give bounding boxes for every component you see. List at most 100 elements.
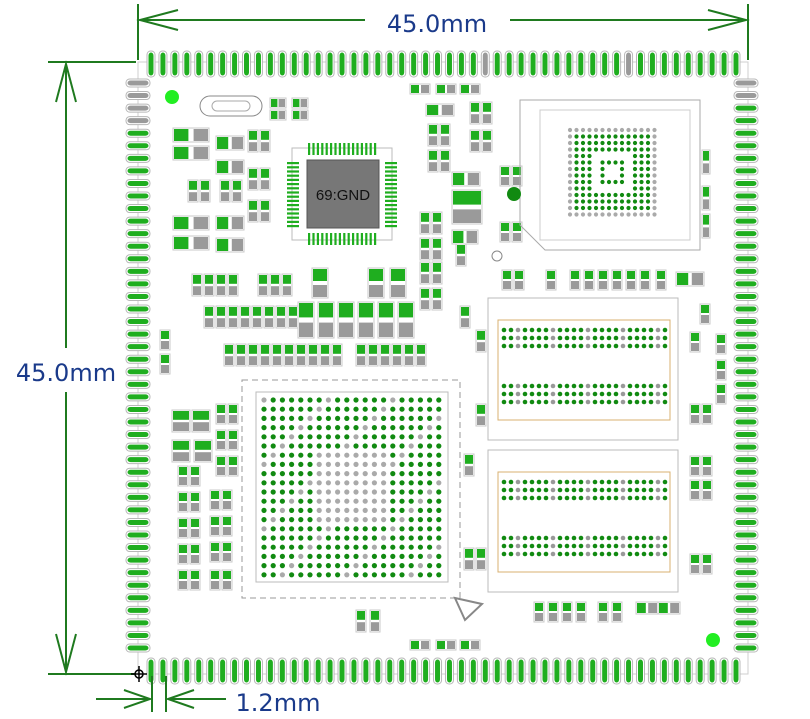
pad <box>733 580 759 590</box>
bga-ball <box>399 425 405 431</box>
bga-ball <box>307 480 313 486</box>
mem-ball <box>648 551 654 557</box>
mem-ball <box>641 551 647 557</box>
mem-ball <box>620 383 626 389</box>
mem-ball <box>550 495 556 501</box>
bga-ball <box>399 544 405 550</box>
bga-ball <box>645 166 651 172</box>
pad <box>125 229 151 239</box>
qfp-pin <box>385 225 397 228</box>
mem-ball <box>592 391 598 397</box>
mem-ball <box>585 487 591 493</box>
fiducial-bottom-right <box>706 633 720 647</box>
mem-ball <box>515 399 521 405</box>
pad <box>733 618 759 628</box>
bga-ball <box>279 425 285 431</box>
mem-ball <box>508 495 514 501</box>
bga-ball <box>371 544 377 550</box>
pad <box>194 50 204 78</box>
passive-component <box>379 343 391 367</box>
bga-ball <box>417 415 423 421</box>
bga-ball <box>362 471 368 477</box>
pad <box>253 50 263 78</box>
bga-ball <box>289 425 295 431</box>
bga-ball <box>600 166 605 172</box>
bga-ball <box>399 434 405 440</box>
pad <box>230 657 240 685</box>
mem-ball <box>578 551 584 557</box>
bga-ball <box>362 461 368 467</box>
pad <box>125 404 151 414</box>
mem-ball <box>585 551 591 557</box>
pad <box>733 116 759 126</box>
bga-ball <box>390 526 396 532</box>
bga-ball <box>325 563 331 569</box>
qfp-chip: 69:GND <box>287 143 397 245</box>
passive-component <box>247 129 259 153</box>
mem-ball <box>599 391 605 397</box>
bga-ball <box>371 397 377 403</box>
bga-ball <box>353 461 359 467</box>
pad <box>125 291 151 301</box>
bga-ball <box>574 127 579 133</box>
bga-ball <box>344 535 350 541</box>
bga-ball <box>613 140 618 146</box>
bga-ball <box>626 140 631 146</box>
bga-ball <box>417 498 423 504</box>
pad <box>325 50 335 78</box>
bga-ball <box>613 127 618 133</box>
bga-ball <box>390 563 396 569</box>
bga-ball <box>298 434 304 440</box>
pad <box>125 191 151 201</box>
qfp-pin <box>330 233 333 245</box>
mem-ball <box>564 543 570 549</box>
bga-ball <box>270 572 276 578</box>
qfp-pin <box>352 143 355 155</box>
bga-ball <box>335 535 341 541</box>
bga-ball <box>289 517 295 523</box>
bga-ball <box>371 517 377 523</box>
bga-ball <box>567 166 573 172</box>
pad <box>125 329 151 339</box>
mem-ball <box>536 543 542 549</box>
pad <box>125 643 151 653</box>
pad <box>433 657 443 685</box>
mem-ball <box>585 327 591 333</box>
pad <box>624 50 634 78</box>
bga-ball <box>600 199 605 204</box>
bga-ball <box>344 425 350 431</box>
mem-ball <box>564 551 570 557</box>
mem-ball <box>571 343 577 349</box>
mem-ball <box>543 399 549 405</box>
mem-ball <box>662 383 668 389</box>
pad <box>421 657 431 685</box>
passive-component <box>689 455 701 477</box>
mem-ball <box>627 327 633 333</box>
mem-ball <box>529 495 535 501</box>
passive-component <box>311 267 329 299</box>
qfp-pin <box>287 216 299 219</box>
bga-ball <box>619 205 625 211</box>
bga-ball <box>600 205 605 211</box>
mem-ball <box>662 391 668 397</box>
mem-ball <box>543 383 549 389</box>
bga-ball <box>399 535 405 541</box>
pad <box>277 657 287 685</box>
bga-ball <box>436 507 442 513</box>
passive-component <box>215 403 227 425</box>
bga-ball <box>335 415 341 421</box>
mem-ball <box>620 335 626 341</box>
mem-ball <box>571 479 577 485</box>
mem-ball <box>606 343 612 349</box>
mem-ball <box>592 335 598 341</box>
pad <box>349 50 359 78</box>
mem-ball <box>550 343 556 349</box>
pad <box>125 103 151 113</box>
pad <box>733 505 759 515</box>
mem-ball <box>550 487 556 493</box>
via-dot-2 <box>491 250 503 262</box>
bga-ball <box>362 553 368 560</box>
pad <box>125 379 151 389</box>
passive-component <box>463 453 475 477</box>
bga-ball <box>580 192 586 198</box>
